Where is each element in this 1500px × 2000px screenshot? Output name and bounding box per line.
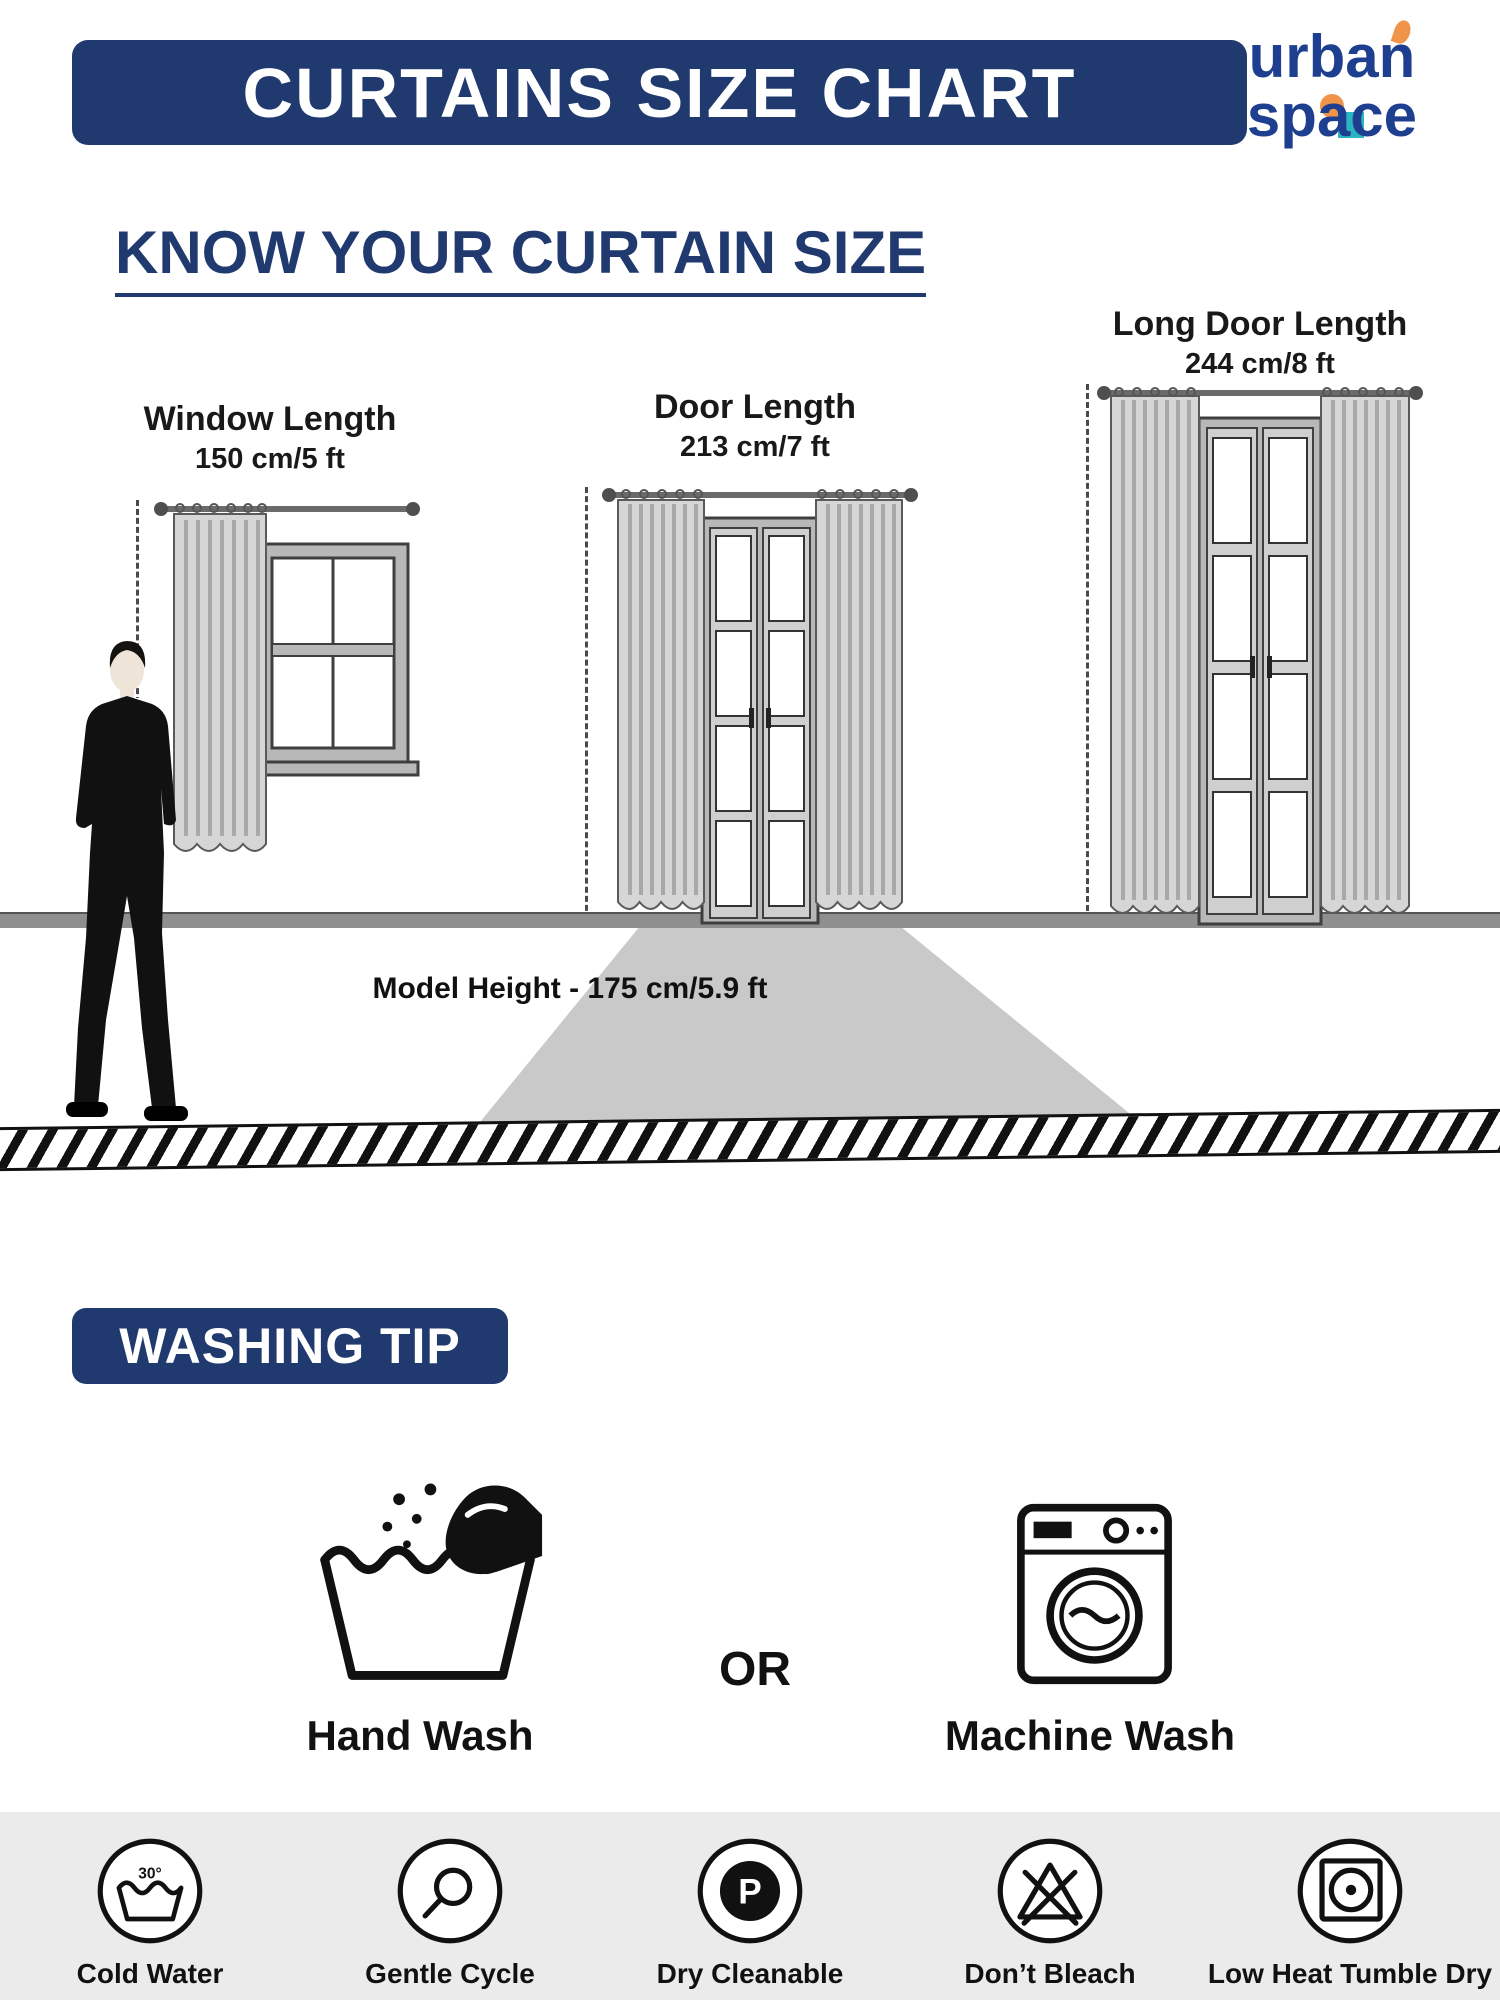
door-length-value: 213 cm/7 ft [680,431,830,463]
long-door-curtain-illustration [1097,386,1423,926]
svg-text:30°: 30° [138,1866,162,1883]
ground-hatch-line [0,1108,1500,1172]
page-title-banner: CURTAINS SIZE CHART [72,40,1247,145]
care-label: Cold Water [76,1958,224,1989]
long-door-measure-line [1086,384,1089,920]
brand-logo: urban space [1192,18,1472,149]
or-separator: OR [719,1643,791,1696]
tumble-dry-low-icon [1297,1838,1403,1944]
hand-wash-label: Hand Wash [306,1712,534,1759]
machine-wash-icon [1017,1503,1172,1685]
svg-text:P: P [738,1872,762,1911]
light-beam-shadow [480,928,1140,1122]
dry-clean-p-icon: P [697,1838,803,1944]
logo-teal-square-icon [1338,112,1364,138]
cold-water-30-icon: 30° [97,1838,203,1944]
care-label: Dry Cleanable [656,1958,844,1989]
know-your-size-title: KNOW YOUR CURTAIN SIZE [115,218,927,297]
brand-word-space: space [1246,81,1418,149]
gentle-cycle-icon [397,1838,503,1944]
long-door-length-label-block: Long Door Length 244 cm/8 ft [1090,305,1430,381]
machine-wash-label: Machine Wash [944,1712,1236,1759]
page-title: CURTAINS SIZE CHART [242,53,1077,132]
washing-tip-banner: WASHING TIP [72,1308,508,1384]
care-item-gentle-cycle: Gentle Cycle [300,1812,600,2000]
door-curtain-illustration [602,488,918,925]
care-label: Low Heat Tumble Dry [1207,1958,1493,1989]
care-item-tumble-dry-low: Low Heat Tumble Dry [1200,1812,1500,2000]
long-door-length-value: 244 cm/8 ft [1185,348,1335,380]
door-measure-line [585,487,588,920]
hand-wash-icon [320,1483,543,1680]
window-length-label: Window Length [143,400,397,438]
care-item-dont-bleach: Don’t Bleach [900,1812,1200,2000]
window-length-label-block: Window Length 150 cm/5 ft [120,400,420,476]
care-item-cold-water: 30° Cold Water [0,1812,300,2000]
model-height-label: Model Height - 175 cm/5.9 ft [372,972,768,1005]
care-label: Gentle Cycle [365,1958,535,1989]
care-instructions-strip: 30° Cold Water Gentle Cycle P Dry Cleana… [0,1812,1500,2000]
door-length-label-block: Door Length 213 cm/7 ft [590,388,920,464]
window-curtain-illustration [154,502,420,852]
washing-tip-title: WASHING TIP [119,1318,461,1374]
brand-word-urban: urban [1248,23,1416,90]
dont-bleach-icon [997,1838,1103,1944]
care-label: Don’t Bleach [964,1958,1136,1989]
long-door-length-label: Long Door Length [1112,305,1408,343]
care-item-dry-cleanable: P Dry Cleanable [600,1812,900,2000]
window-length-value: 150 cm/5 ft [195,443,345,475]
door-length-label: Door Length [653,388,857,426]
model-figure [66,641,188,1121]
